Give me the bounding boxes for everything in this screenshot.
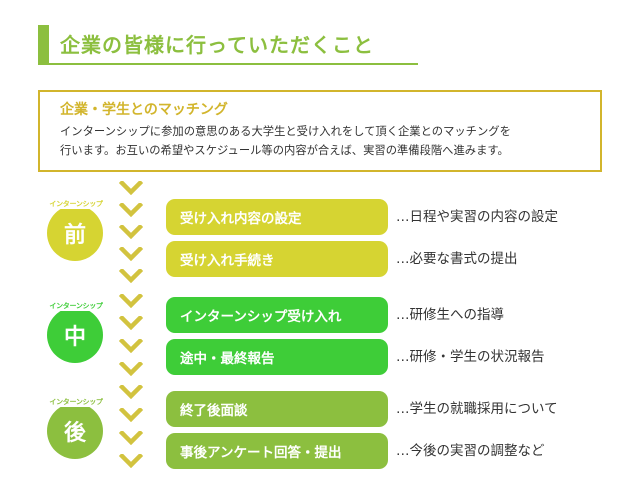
- page-title: 企業の皆様に行っていただくこと: [60, 33, 374, 57]
- step-box: 途中・最終報告: [166, 339, 388, 375]
- title-underline: [38, 63, 418, 65]
- step-title: 事後アンケート回答・提出: [180, 445, 342, 461]
- phase-kanji: 中: [63, 325, 86, 350]
- chevron-down-icon: [119, 385, 143, 399]
- intro-body-line: 行います。お互いの希望やスケジュール等の内容が合えば、実習の準備段階へ進みます。: [60, 144, 509, 157]
- phase-circle-after: 後: [47, 403, 103, 459]
- chevron-down-icon: [119, 362, 143, 376]
- chevron-down-icon: [119, 181, 143, 195]
- chevron-down-icon: [119, 225, 143, 239]
- step-note: …今後の実習の調整など: [396, 443, 545, 459]
- intro-heading: 企業・学生とのマッチング: [60, 102, 228, 118]
- step-note: …日程や実習の内容の設定: [396, 209, 558, 225]
- intro-body-line: インターンシップに参加の意思のある大学生と受け入れをして頂く企業とのマッチングを: [60, 125, 511, 138]
- phase-kanji: 前: [63, 223, 86, 248]
- chevron-down-icon: [119, 408, 143, 422]
- phase-circle-before: 前: [47, 205, 103, 261]
- intro-body: インターンシップに参加の意思のある大学生と受け入れをして頂く企業とのマッチングを…: [60, 122, 600, 160]
- step-title: 受け入れ手続き: [180, 253, 275, 269]
- step-note: …研修・学生の状況報告: [396, 349, 545, 365]
- chevron-down-icon: [119, 294, 143, 308]
- title-accent-bar: [38, 25, 49, 65]
- chevron-down-icon: [119, 247, 143, 261]
- chevron-down-icon: [119, 339, 143, 353]
- chevron-down-icon: [119, 203, 143, 217]
- step-box: 受け入れ手続き: [166, 241, 388, 277]
- phase-label: インターンシップ: [40, 301, 112, 311]
- step-box: 事後アンケート回答・提出: [166, 433, 388, 469]
- chevron-down-icon: [119, 269, 143, 283]
- step-box: 終了後面談: [166, 391, 388, 427]
- phase-label: インターンシップ: [40, 199, 112, 209]
- step-title: 終了後面談: [180, 403, 248, 419]
- page-title-block: 企業の皆様に行っていただくこと: [38, 25, 418, 65]
- step-box: インターンシップ受け入れ: [166, 297, 388, 333]
- chevron-down-icon: [119, 431, 143, 445]
- step-note: …必要な書式の提出: [396, 251, 518, 267]
- phase-kanji: 後: [63, 421, 86, 446]
- step-box: 受け入れ内容の設定: [166, 199, 388, 235]
- phase-label: インターンシップ: [40, 397, 112, 407]
- step-title: インターンシップ受け入れ: [180, 309, 342, 325]
- chevron-down-icon: [119, 454, 143, 468]
- step-title: 途中・最終報告: [180, 351, 275, 367]
- chevron-down-icon: [119, 316, 143, 330]
- intro-box: 企業・学生とのマッチング インターンシップに参加の意思のある大学生と受け入れをし…: [38, 90, 602, 172]
- step-title: 受け入れ内容の設定: [180, 211, 302, 227]
- step-note: …学生の就職採用について: [396, 401, 558, 417]
- step-note: …研修生への指導: [396, 307, 504, 323]
- phase-circle-during: 中: [47, 307, 103, 363]
